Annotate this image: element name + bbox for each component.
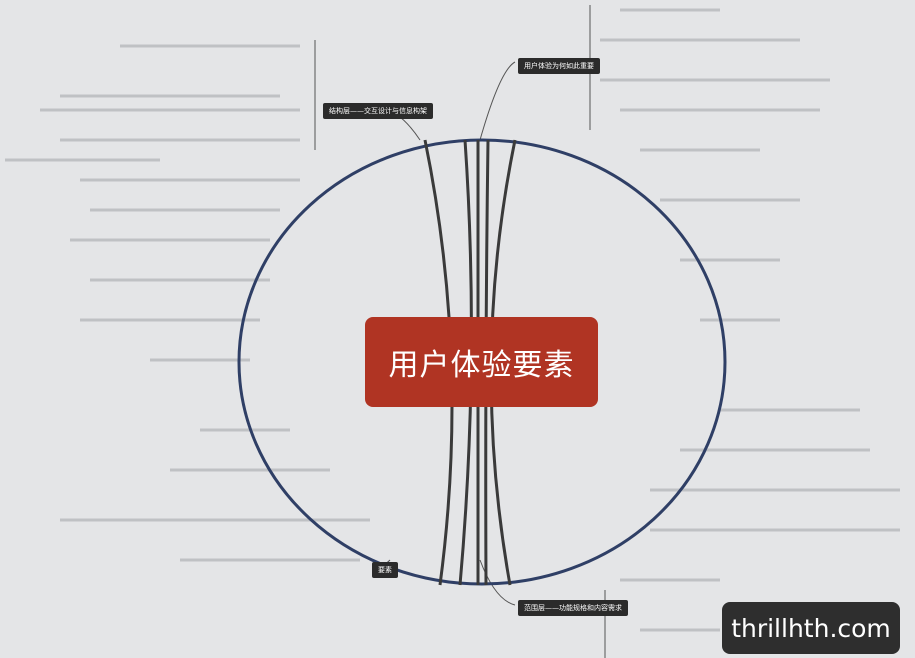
ellipse-outline bbox=[237, 138, 727, 586]
branch-left[interactable]: 结构层——交互设计与信息构架 bbox=[323, 103, 433, 119]
watermark: thrillhth.com bbox=[722, 602, 900, 654]
branch-bottom-left[interactable]: 要素 bbox=[372, 562, 398, 578]
branch-bottom[interactable]: 范围层——功能规格和内容需求 bbox=[518, 600, 628, 616]
branch-top-right[interactable]: 用户体验为何如此重要 bbox=[518, 58, 600, 74]
unreadable-leaf-text-lines bbox=[5, 8, 900, 632]
center-topic[interactable]: 用户体验要素 bbox=[365, 317, 598, 407]
